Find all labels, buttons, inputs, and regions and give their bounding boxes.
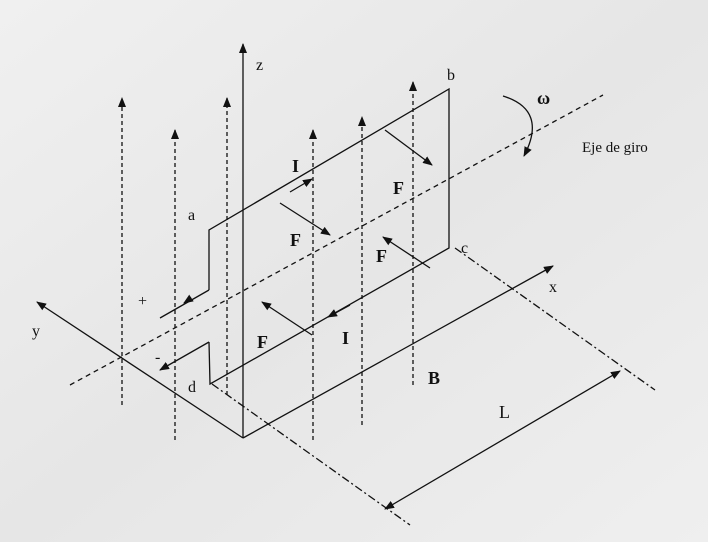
label-d: d xyxy=(188,379,196,396)
label-x: x xyxy=(549,279,557,296)
lead-plus-arrow xyxy=(183,294,194,304)
label-rotation-axis: Eje de giro xyxy=(582,140,648,156)
label-force: F xyxy=(376,246,387,266)
label-force: F xyxy=(257,332,268,352)
current-loop xyxy=(208,87,450,386)
label-plus: + xyxy=(138,293,147,310)
current-arrow-top xyxy=(289,178,313,193)
lead-plus xyxy=(159,289,210,319)
label-b: b xyxy=(447,67,455,84)
guide-line-c xyxy=(454,247,656,391)
label-a: a xyxy=(188,207,195,224)
label-field: B xyxy=(428,368,440,388)
label-length: L xyxy=(499,402,510,422)
label-z: z xyxy=(256,57,263,74)
label-y: y xyxy=(32,323,40,340)
current-arrow-bottom xyxy=(327,304,351,318)
y-axis xyxy=(36,301,244,439)
force-arrow xyxy=(384,129,433,166)
label-c: c xyxy=(461,240,468,257)
force-arrow xyxy=(261,301,313,336)
rotation-axis xyxy=(69,94,604,386)
lead-minus-arrow xyxy=(159,341,210,371)
force-arrow xyxy=(382,236,431,269)
label-current: I xyxy=(292,156,299,176)
x-axis xyxy=(242,265,554,439)
magnetic-field-lines xyxy=(118,81,417,440)
rotation-arrow xyxy=(502,95,533,157)
label-minus: - xyxy=(155,349,160,366)
length-arrow xyxy=(384,370,621,510)
label-force: F xyxy=(290,230,301,250)
label-force: F xyxy=(393,178,404,198)
force-arrow xyxy=(279,202,331,236)
label-current: I xyxy=(342,328,349,348)
label-omega: ω xyxy=(537,88,550,108)
